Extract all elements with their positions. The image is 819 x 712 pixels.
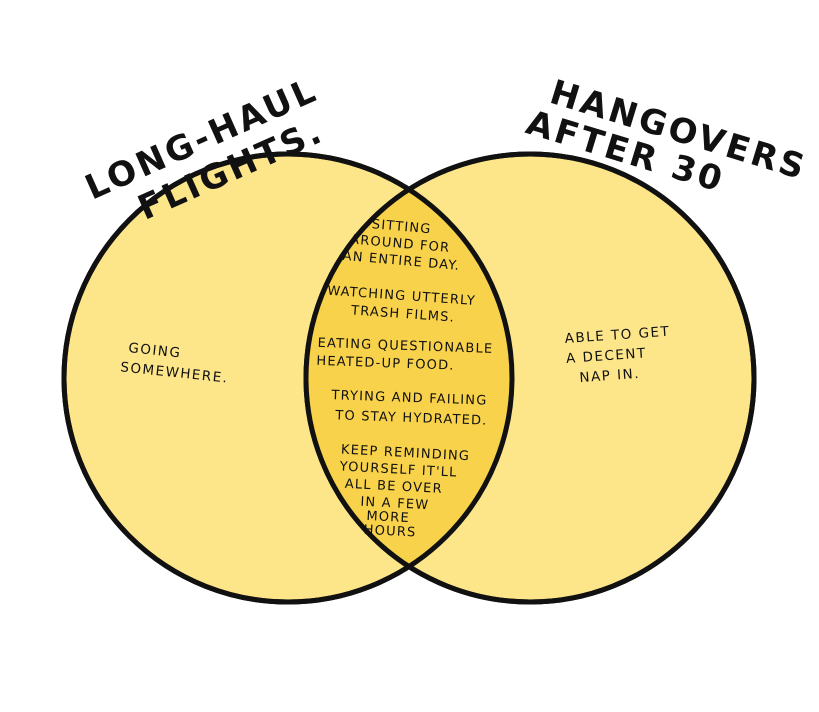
overlap-item-5: KEEP REMINDING YOURSELF IT'LL ALL BE OVE… [335, 442, 476, 543]
overlap-region [306, 154, 512, 602]
right-only-item-line: ABLE TO GET [564, 324, 671, 347]
right-circle-outline [303, 151, 757, 605]
overlap-item-line: KEEP REMINDING [341, 442, 471, 464]
overlap-item-4: TRYING AND FAILING TO STAY HYDRATED. [329, 388, 493, 429]
left-circle-outline [61, 151, 515, 605]
right-only-item-line: NAP IN. [579, 366, 641, 386]
overlap-item-line: HEATED-UP FOOD. [316, 354, 455, 374]
overlap-item-3: EATING QUESTIONABLE HEATED-UP FOOD. [316, 336, 499, 375]
overlap-item-line: HOURS [363, 523, 417, 541]
overlap-item-line: IN A FEW [360, 495, 430, 514]
right-only-item: ABLE TO GET A DECENT NAP IN. [564, 323, 679, 387]
overlap-item-1: SITTING AROUND FOR AN ENTIRE DAY. [342, 215, 464, 274]
left-only-item-line: GOING [128, 340, 183, 361]
overlap-item-line: YOURSELF IT'LL [338, 459, 458, 480]
overlap-item-line: ALL BE OVER [344, 477, 443, 497]
overlap-item-line: TO STAY HYDRATED. [334, 408, 488, 428]
overlap-item-line: TRYING AND FAILING [330, 388, 488, 408]
right-only-item-line: A DECENT [566, 345, 648, 367]
overlap-item-line: MORE [366, 509, 410, 526]
overlap-item-line: SITTING [371, 217, 432, 237]
overlap-item-line: TRASH FILMS. [350, 303, 456, 325]
overlap-item-line: EATING QUESTIONABLE [317, 336, 493, 357]
